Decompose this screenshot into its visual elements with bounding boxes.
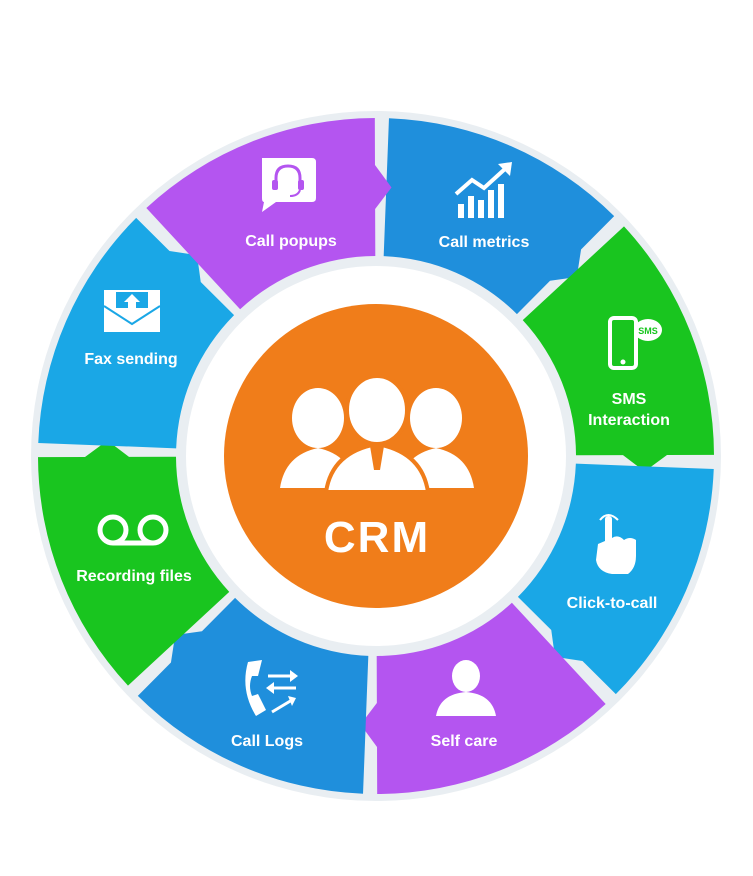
crm-label: CRM: [324, 513, 430, 562]
phone-arrows-icon: [245, 660, 298, 716]
segment-label-click-to-call: Click-to-call: [567, 595, 658, 612]
segment-label-sms-line2: Interaction: [588, 412, 670, 429]
headset-chat-icon: [262, 158, 316, 212]
segment-label-recording-files: Recording files: [76, 568, 192, 585]
segment-label-self-care: Self care: [431, 733, 498, 750]
segment-recording-files: [38, 440, 230, 686]
envelope-upload-icon: [103, 290, 161, 332]
people-group-icon: [280, 374, 474, 494]
segment-label-sms: SMS: [612, 391, 647, 408]
pointing-hand-icon: [596, 514, 636, 574]
segment-click-to-call: [517, 463, 714, 695]
svg-text:SMS: SMS: [638, 326, 658, 336]
segment-sms-interaction: [522, 226, 714, 472]
segment-call-popups: [146, 118, 392, 310]
chart-trend-icon: [454, 162, 512, 218]
segment-label-call-metrics: Call metrics: [439, 234, 530, 251]
voicemail-icon: [97, 514, 169, 546]
segment-label-call-logs: Call Logs: [231, 733, 303, 750]
segment-fax-sending: [38, 217, 235, 449]
segments-group: [38, 118, 714, 794]
segment-label-fax-sending: Fax sending: [84, 351, 177, 368]
segment-label-call-popups: Call popups: [245, 233, 337, 250]
user-icon: [436, 660, 496, 716]
sms-phone-icon: SMS: [608, 316, 662, 370]
